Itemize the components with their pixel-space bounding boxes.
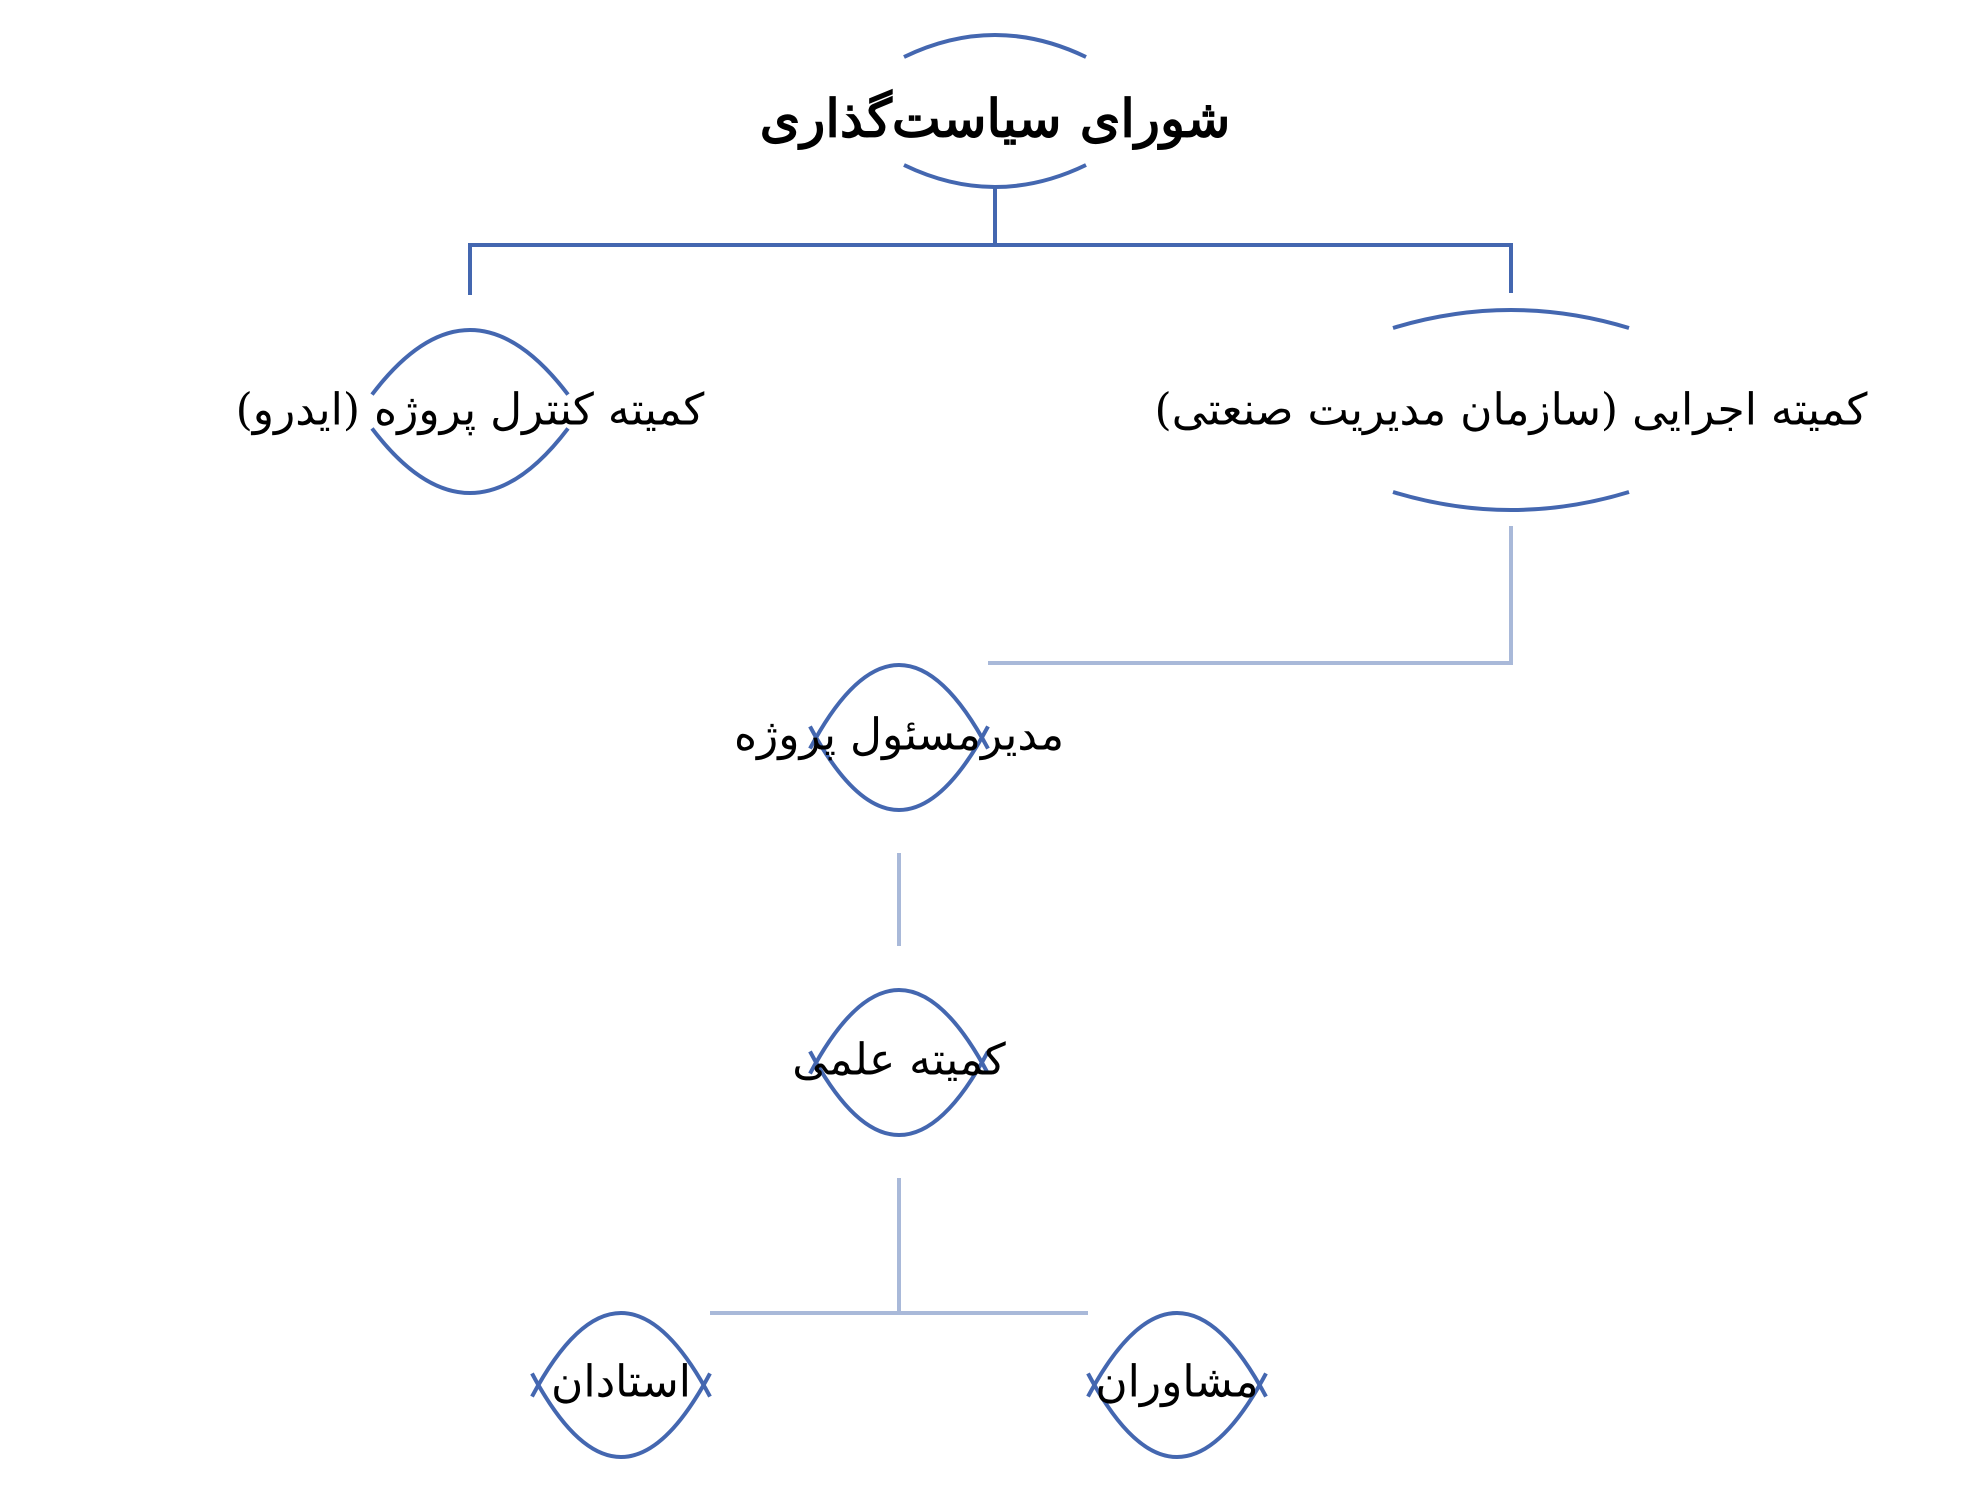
node-bottom-arc <box>370 427 570 495</box>
node-label: کمیته کنترل پروژه (ایدرو) <box>236 385 705 436</box>
connector-policy-council-to-executive-committee <box>993 187 1513 293</box>
node-bottom-arc <box>903 163 1087 189</box>
node-top-arc <box>808 663 990 750</box>
node-consultants: مشاوران <box>1086 1311 1268 1459</box>
node-executive-committee: کمیته اجرایی (سازمان مدیریت صنعتی) <box>1155 308 1868 512</box>
node-label: مشاوران <box>1095 1357 1258 1408</box>
node-bottom-arc <box>530 1372 712 1459</box>
node-policy-council: شورای سیاست‌گذاری <box>760 33 1231 189</box>
connectors <box>468 187 1513 1315</box>
node-label: کمیته اجرایی (سازمان مدیریت صنعتی) <box>1155 385 1868 436</box>
node-professors: استادان <box>530 1311 712 1459</box>
node-project-manager: مدیرمسئول پروژه <box>734 663 1064 812</box>
node-label: مدیرمسئول پروژه <box>734 710 1064 761</box>
node-label: شورای سیاست‌گذاری <box>760 89 1231 151</box>
node-label: استادان <box>551 1357 691 1408</box>
node-bottom-arc <box>1392 490 1630 512</box>
node-bottom-arc <box>1086 1372 1268 1459</box>
node-top-arc <box>530 1311 712 1398</box>
node-bottom-arc <box>808 725 990 812</box>
node-top-arc <box>808 988 990 1075</box>
node-scientific-committee: کمیته علمی <box>792 988 1006 1137</box>
nodes: شورای سیاست‌گذاری کمیته اجرایی (سازمان مد… <box>236 33 1868 1459</box>
connector-policy-council-to-project-control-committee <box>468 243 995 295</box>
node-top-arc <box>1392 308 1630 330</box>
connector-scientific-committee-to-consultants <box>897 1178 1088 1315</box>
node-bottom-arc <box>808 1050 990 1137</box>
node-top-arc <box>1086 1311 1268 1398</box>
node-top-arc <box>903 33 1087 59</box>
node-project-control-committee: کمیته کنترل پروژه (ایدرو) <box>236 328 705 495</box>
connector-executive-committee-to-project-manager <box>988 526 1513 665</box>
node-label: کمیته علمی <box>792 1035 1006 1086</box>
node-top-arc <box>370 328 570 396</box>
